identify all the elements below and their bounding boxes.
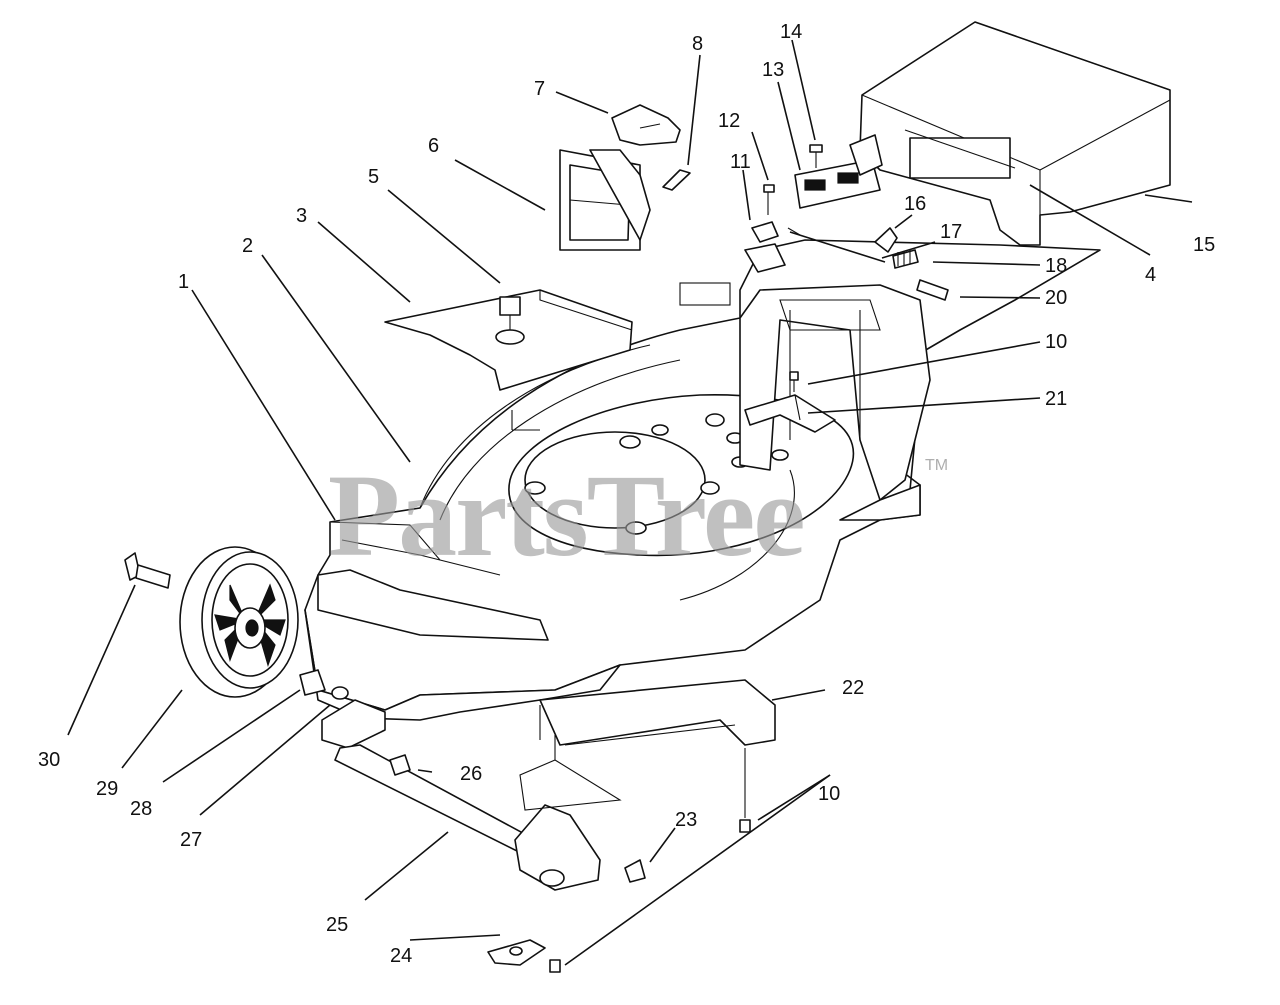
callout-7: 7 [534,78,545,100]
watermark-trademark: TM [925,457,948,474]
callout-10-upper: 10 [1045,331,1067,353]
callout-13: 13 [762,59,784,81]
callout-17: 17 [940,221,962,243]
grass-bag-frame [849,21,1171,246]
callout-24: 24 [390,945,412,967]
callouts: 1 2 3 4 5 6 7 8 10 10 11 12 13 14 15 16 … [38,21,1215,967]
callout-14: 14 [780,21,802,43]
axle-assembly [321,679,776,973]
callout-2: 2 [242,235,253,257]
leader-lines [67,39,1193,966]
side-deflector [384,289,633,391]
rear-bracket [744,371,836,433]
callout-29: 29 [96,778,118,800]
callout-12: 12 [718,110,740,132]
callout-10-lower: 10 [818,783,840,805]
callout-20: 20 [1045,287,1067,309]
callout-11: 11 [730,151,751,173]
callout-25: 25 [326,914,348,936]
callout-18: 18 [1045,255,1067,277]
watermark-brand: PartsTree [328,450,804,581]
callout-8: 8 [692,33,703,55]
callout-16: 16 [904,193,926,215]
handle-clip [611,104,681,146]
callout-26: 26 [460,763,482,785]
mower-deck [304,239,1101,721]
callout-1: 1 [178,271,189,293]
callout-23: 23 [675,809,697,831]
callout-28: 28 [130,798,152,820]
callout-3: 3 [296,205,307,227]
callout-22: 22 [842,677,864,699]
callout-5: 5 [368,166,379,188]
callout-4: 4 [1145,264,1156,286]
front-wheel [124,546,349,700]
watermark: PartsTree TM [328,450,948,581]
callout-21: 21 [1045,388,1067,410]
callout-30: 30 [38,749,60,771]
callout-6: 6 [428,135,439,157]
discharge-door [559,149,691,251]
callout-15: 15 [1193,234,1215,256]
callout-27: 27 [180,829,202,851]
